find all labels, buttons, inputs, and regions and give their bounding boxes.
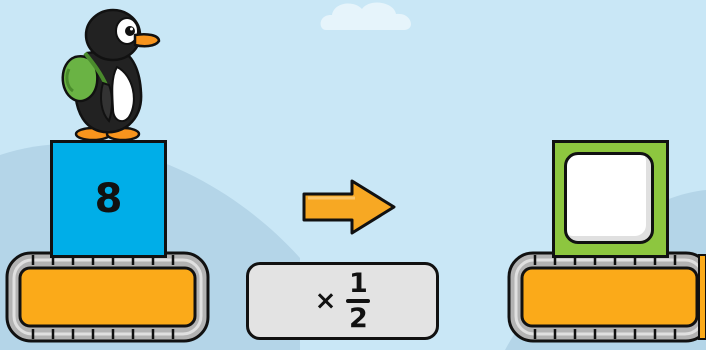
conveyor-belt-left [5,251,210,343]
right-arrow-icon [300,178,398,236]
fraction-numerator: 1 [349,269,368,298]
output-number-box [552,140,669,258]
cloud-icon [318,0,416,32]
answer-slot[interactable] [564,152,654,244]
input-number: 8 [95,176,123,222]
fraction-denominator: 2 [349,304,368,333]
penguin-icon [55,5,165,142]
input-number-box: 8 [50,140,167,258]
operation-card: × 1 2 [246,262,439,340]
fraction: 1 2 [346,269,370,333]
conveyor-belt-right [507,251,706,343]
operation-symbol: × [315,286,337,316]
